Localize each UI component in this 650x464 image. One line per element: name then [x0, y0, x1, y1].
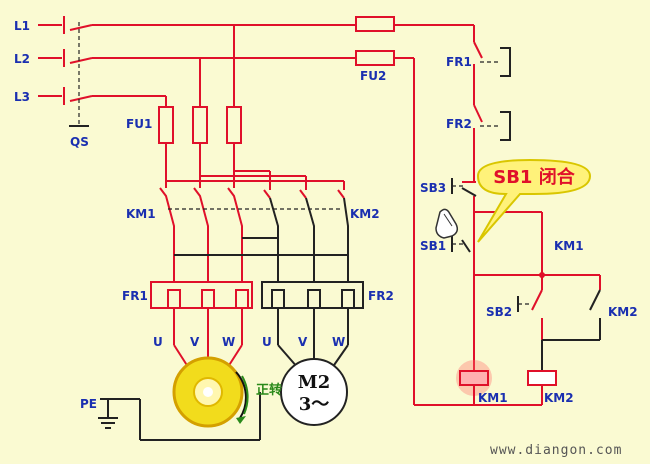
thermal-relay-fr2 — [261, 281, 364, 345]
label-pe: PE — [80, 397, 97, 411]
label-u1: U — [153, 335, 163, 349]
label-l2: L2 — [14, 52, 30, 66]
label-coil-km1: KM1 — [478, 391, 508, 405]
callout-bubble: SB1 闭合 — [476, 158, 592, 243]
watermark: www.diangon.com — [490, 443, 622, 458]
km2-feed — [166, 170, 345, 190]
bus-drops — [165, 25, 235, 107]
label-m2-name: M2 — [298, 372, 330, 393]
label-u2: U — [262, 335, 272, 349]
label-km1-main: KM1 — [126, 207, 156, 221]
label-coil-km2: KM2 — [544, 391, 574, 405]
label-ctrl-km1: KM1 — [554, 239, 584, 253]
label-fu2: FU2 — [360, 69, 386, 83]
label-sb2: SB2 — [486, 305, 512, 319]
label-m2-phase: 3～ — [299, 394, 330, 415]
label-qs: QS — [70, 135, 89, 149]
pe-ground — [98, 392, 261, 441]
control-circuit — [413, 25, 601, 406]
label-v2: V — [298, 335, 308, 349]
label-l3: L3 — [14, 90, 30, 104]
label-rotation: 正转 — [256, 382, 282, 398]
label-w1: W — [222, 335, 235, 349]
fuse-fu2 — [355, 16, 474, 66]
label-ctrl-km2: KM2 — [608, 305, 638, 319]
hand-pointer-icon — [435, 208, 459, 239]
label-ctrl-fr2: FR2 — [446, 117, 472, 131]
km2-main-contacts — [174, 189, 349, 282]
label-fr1-main: FR1 — [122, 289, 148, 303]
motor-m2 — [277, 344, 349, 426]
label-ctrl-fr1: FR1 — [446, 55, 472, 69]
label-v1: V — [190, 335, 200, 349]
label-l1: L1 — [14, 19, 30, 33]
motor-m1 — [172, 344, 249, 428]
label-sb3: SB3 — [420, 181, 446, 195]
supply-lines — [38, 16, 356, 127]
thermal-relay-fr1 — [150, 281, 253, 345]
label-fr2-main: FR2 — [368, 289, 394, 303]
label-fu1: FU1 — [126, 117, 152, 131]
km1-main-contacts — [159, 187, 250, 282]
label-km2-main: KM2 — [350, 207, 380, 221]
label-w2: W — [332, 335, 345, 349]
label-sb1: SB1 — [420, 239, 446, 253]
callout-text: SB1 闭合 — [493, 166, 575, 188]
